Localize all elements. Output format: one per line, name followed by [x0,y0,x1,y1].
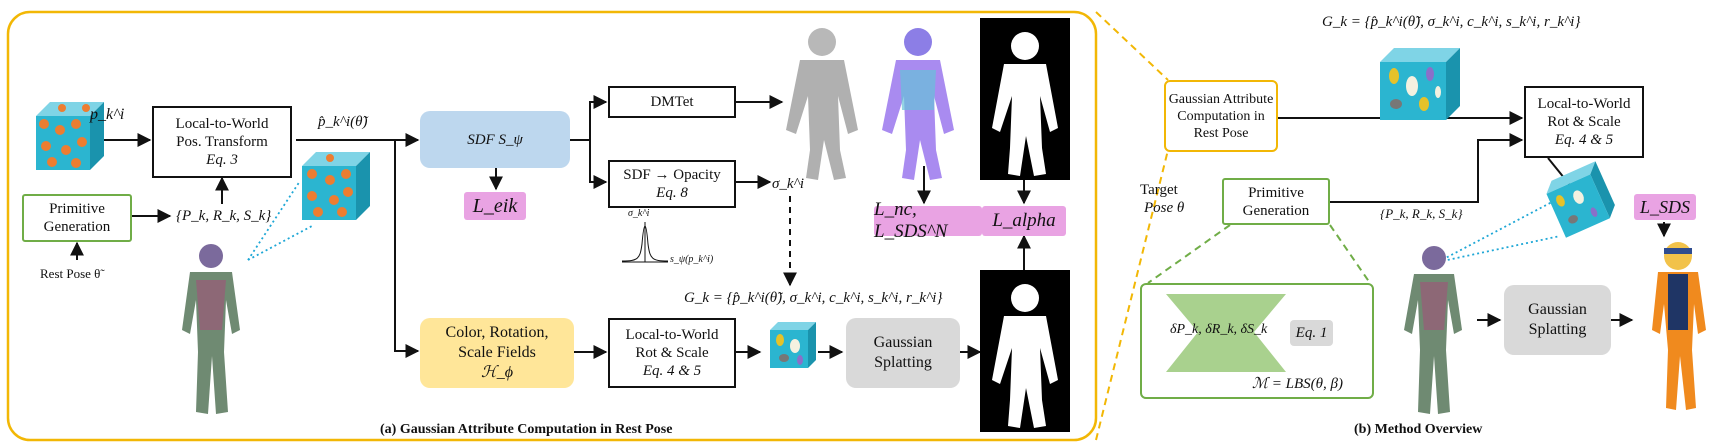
local-to-world-pos-box: Local-to-World Pos. Transform Eq. 3 [152,106,292,178]
primitive-generation-b-box: Primitive Generation [1222,178,1330,225]
ltw-pos-eq: Eq. 3 [206,152,238,168]
gs-b-line1: Gaussian [1528,301,1587,318]
sdf-opacity-box: SDF → Opacity Eq. 8 [608,160,736,208]
primitive-generation-line2: Generation [43,219,111,235]
deltas-label: δP_k, δR_k, δS_k [1170,322,1268,337]
ltw-rot-line2: Rot & Scale [635,345,709,361]
sdf-label: SDF S_ψ [467,131,523,148]
sigma-label: σ_k^i [772,176,805,192]
ltw-b-line2: Rot & Scale [1547,114,1621,130]
gaussian-attr-line3: Rest Pose [1193,125,1249,141]
gaussian-attr-line1: Gaussian Attribute [1168,91,1274,107]
l-nc-label: L_nc, L_SDS^N [874,199,948,242]
local-to-world-b-box: Local-to-World Rot & Scale Eq. 4 & 5 [1524,86,1644,158]
gs-line1: Gaussian [873,334,933,351]
ltw-pos-line1: Local-to-World [175,116,269,132]
gaussian-colored-cube-icon [1546,161,1615,238]
ltw-pos-line2: Pos. Transform [176,134,268,150]
eq1-label: Eq. 1 [1295,325,1328,341]
gk-formula-a: G_k = {p̂_k^i(θ̃), σ_k^i, c_k^i, s_k^i, … [684,290,943,306]
pkrksk-b-label: {P_k, R_k, S_k} [1380,206,1463,221]
l-alpha-badge: L_alpha [982,206,1066,236]
gk-formula-b: G_k = {p̂_k^i(θ̃), σ_k^i, c_k^i, s_k^i, … [1322,14,1581,30]
panel-a-frame [6,10,1098,442]
color-fields-box: Color, Rotation, Scale Fields ℋ_ϕ [420,318,574,388]
gaussian-cube-icon [302,152,370,220]
gaussian-attr-box: Gaussian Attribute Computation in Rest P… [1164,80,1278,152]
gray-mesh-figure [786,28,858,180]
eq1-box: Eq. 1 [1290,320,1333,346]
sdf-box: SDF S_ψ [420,111,570,168]
ltw-rot-eq: Eq. 4 & 5 [642,363,702,379]
primitive-generation-line1: Primitive [49,201,105,217]
plot-x-label: s_ψ(p_k^i) [670,254,714,265]
sdf-opacity-line1: SDF → Opacity [623,167,721,183]
l-sds-label: L_SDS [1639,196,1690,217]
ltw-b-eq: Eq. 4 & 5 [1554,132,1614,148]
gaussian-attr-line2: Computation in [1177,108,1265,124]
body-primitives-figure [182,244,240,414]
ltw-rot-line1: Local-to-World [625,327,719,343]
l-alpha-label: L_alpha [992,210,1056,231]
l-eik-label: L_eik [472,194,518,217]
gaussian-splatting-b-box: Gaussian Splatting [1504,285,1611,355]
body-primitives-figure [1404,246,1462,414]
color-fields-line2: Scale Fields [458,344,536,361]
rest-pose-label: Rest Pose θ̃ [40,266,101,281]
normal-mesh-figure [882,28,954,180]
rendered-silhouette-icon [992,284,1058,428]
l-sds-badge: L_SDS [1634,194,1696,220]
lbs-label: ℳ = LBS(θ, β) [1252,376,1343,392]
panel-b-caption: (b) Method Overview [1354,422,1483,437]
primitive-generation-b-line1: Primitive [1248,184,1304,201]
sdf-opacity-eq: Eq. 8 [656,185,688,201]
ltw-b-line1: Local-to-World [1537,96,1631,112]
color-fields-line1: Color, Rotation, [445,324,549,341]
primitive-generation-b-line2: Generation [1242,202,1310,219]
gs-b-line2: Splatting [1528,321,1587,338]
pk-label: p_k^i [90,106,125,123]
plot-y-label: σ_k^i [628,208,650,219]
decoder-shape-icon [1166,294,1286,372]
rendered-avatar-figure [1652,242,1706,410]
phat-label: p̂_k^i(θ̃) [318,114,368,130]
rendered-mask-panel [980,270,1070,432]
opacity-plot [621,222,669,263]
target-pose-line2: Pose θ [1144,200,1185,216]
dmtet-box: DMTet [608,86,736,118]
target-pose-line1: Target [1140,182,1178,198]
local-to-world-rot-box: Local-to-World Rot & Scale Eq. 4 & 5 [608,318,736,388]
l-nc-badge: L_nc, L_SDS^N [874,199,982,242]
panel-a-caption: (a) Gaussian Attribute Computation in Re… [380,422,673,437]
gaussian-colored-cube-icon [1380,48,1460,120]
gaussian-colored-cube-icon [770,322,816,368]
dmtet-label: DMTet [650,94,694,110]
gs-line2: Splatting [874,354,932,371]
primitive-generation-box: Primitive Generation [22,194,132,242]
color-fields-line3: ℋ_ϕ [480,364,514,381]
gaussian-cube-icon [36,102,104,170]
alpha-mask-panel [980,18,1070,180]
pkrksk-label: {P_k, R_k, S_k} [176,208,272,224]
l-eik-badge: L_eik [464,192,526,220]
gaussian-splatting-box: Gaussian Splatting [846,318,960,388]
alpha-silhouette-icon [992,32,1058,176]
